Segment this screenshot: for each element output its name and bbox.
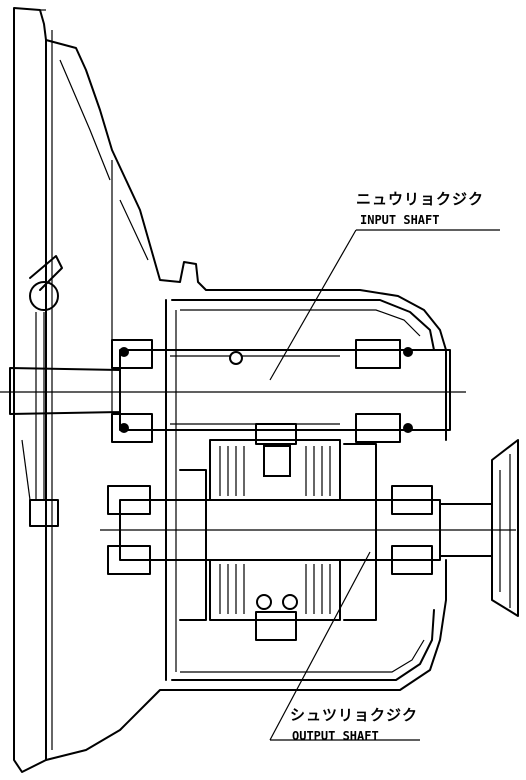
inner-casing xyxy=(165,299,435,681)
output-shaft-en-label: OUTPUT SHAFT xyxy=(292,729,379,743)
bell-housing xyxy=(13,7,447,773)
output-flange xyxy=(491,439,519,617)
leader-lines xyxy=(269,229,500,741)
input-shaft-jp-label: ニュウリョクジク xyxy=(356,190,485,208)
release-fork xyxy=(21,255,63,527)
gear-sets xyxy=(179,423,377,641)
input-shaft xyxy=(0,349,466,431)
input-shaft-en-label: INPUT SHAFT xyxy=(360,213,440,227)
output-shaft-jp-label: シュツリョクジク xyxy=(290,706,419,724)
input-bearings xyxy=(111,339,413,443)
